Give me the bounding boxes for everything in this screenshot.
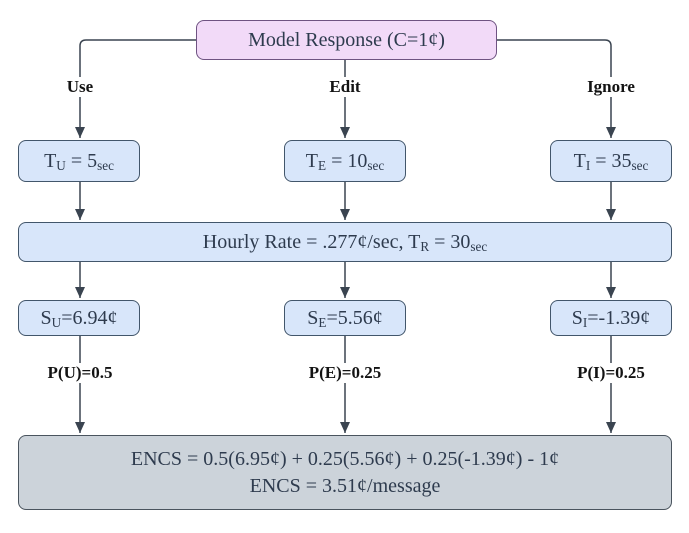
branch-label-edit: Edit — [323, 77, 367, 97]
branch-label-ignore: Ignore — [581, 77, 641, 97]
time-edit-label: TE = 10sec — [305, 150, 385, 173]
score-use-node: SU=6.94¢ — [18, 300, 140, 336]
probability-label-use: P(U)=0.5 — [41, 363, 119, 383]
score-ignore-node: SI=-1.39¢ — [550, 300, 672, 336]
encs-result-node: ENCS = 0.5(6.95¢) + 0.25(5.56¢) + 0.25(-… — [18, 435, 672, 510]
score-edit-node: SE=5.56¢ — [284, 300, 406, 336]
encs-value-line: ENCS = 3.51¢/message — [249, 474, 441, 497]
model-response-node: Model Response (C=1¢) — [196, 20, 497, 60]
score-ignore-label: SI=-1.39¢ — [571, 307, 651, 330]
model-response-label: Model Response (C=1¢) — [248, 29, 445, 51]
probability-label-ignore: P(I)=0.25 — [571, 363, 651, 383]
hourly-rate-node: Hourly Rate = .277¢/sec, TR = 30sec — [18, 222, 672, 262]
probability-label-edit: P(E)=0.25 — [302, 363, 388, 383]
time-use-label: TU = 5sec — [44, 150, 114, 173]
time-ignore-label: TI = 35sec — [573, 150, 649, 173]
time-use-node: TU = 5sec — [18, 140, 140, 182]
hourly-rate-label: Hourly Rate = .277¢/sec, TR = 30sec — [202, 231, 488, 254]
score-use-label: SU=6.94¢ — [40, 307, 118, 330]
encs-formula-line: ENCS = 0.5(6.95¢) + 0.25(5.56¢) + 0.25(-… — [130, 447, 560, 470]
time-edit-node: TE = 10sec — [284, 140, 406, 182]
time-ignore-node: TI = 35sec — [550, 140, 672, 182]
score-edit-label: SE=5.56¢ — [307, 307, 383, 330]
branch-label-use: Use — [60, 77, 100, 97]
